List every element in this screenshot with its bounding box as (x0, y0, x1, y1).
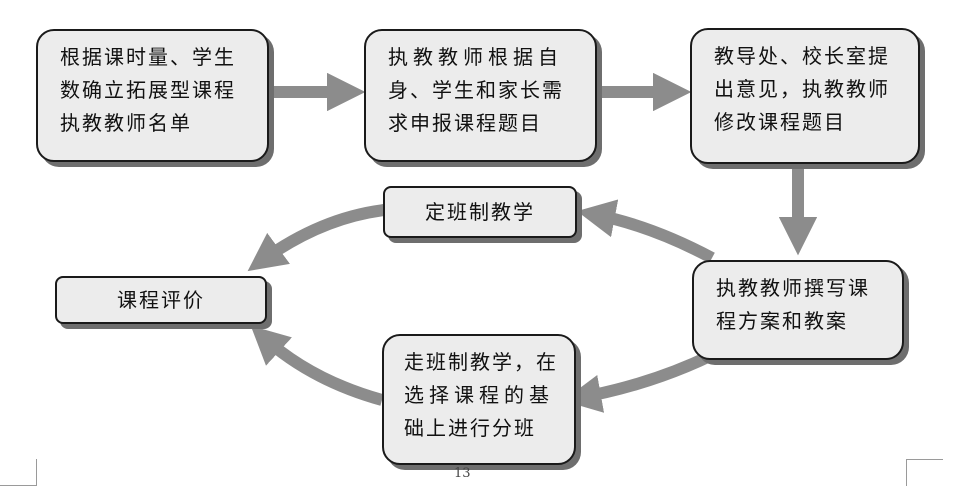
node-plan-line-2: 程方案和教案 (716, 309, 848, 333)
page-corner-mark-right (906, 459, 943, 486)
node-roster-line-1: 根据课时量、学生 (60, 45, 236, 69)
arrow-fixed-class-to-evaluation (247, 204, 385, 272)
node-walking-class-line-1: 走班制教学，在 (404, 350, 558, 374)
node-plan-line-1: 执教教师撰写课 (716, 276, 870, 300)
node-fixed-class-label: 定班制教学 (425, 199, 535, 224)
node-review-line-2: 出意见，执教教师 (714, 77, 890, 101)
arrow-plan-to-fixed-class (576, 199, 715, 264)
node-walking-class: 走班制教学，在 选择课程的基 础上进行分班 (382, 334, 576, 465)
node-evaluation-label: 课程评价 (117, 287, 205, 312)
node-apply-line-2: 身、学生和家长需 (388, 78, 564, 102)
node-apply-line-3: 求申报课程题目 (388, 111, 542, 135)
node-review: 教导处、校长室提 出意见，执教教师 修改课程题目 (690, 28, 920, 164)
arrow-walking-class-to-evaluation (250, 325, 384, 406)
page-number: 13 (454, 466, 471, 481)
node-apply: 执教教师根据自 身、学生和家长需 求申报课程题目 (364, 29, 597, 162)
node-review-line-3: 修改课程题目 (714, 110, 846, 134)
node-roster-line-2: 数确立拓展型课程 (60, 78, 236, 102)
node-apply-line-1: 执教教师根据自 (388, 45, 563, 69)
node-review-line-1: 教导处、校长室提 (714, 44, 890, 68)
node-walking-class-line-3: 础上进行分班 (404, 416, 536, 440)
node-plan: 执教教师撰写课 程方案和教案 (692, 260, 904, 360)
node-fixed-class: 定班制教学 (383, 186, 577, 238)
node-roster: 根据课时量、学生 数确立拓展型课程 执教教师名单 (36, 29, 269, 162)
node-roster-line-3: 执教教师名单 (60, 111, 192, 135)
arrow-plan-to-walking-class (562, 349, 715, 413)
page-corner-mark-left (0, 459, 37, 486)
node-evaluation: 课程评价 (55, 276, 267, 324)
node-walking-class-line-2: 选择课程的基 (404, 383, 554, 407)
